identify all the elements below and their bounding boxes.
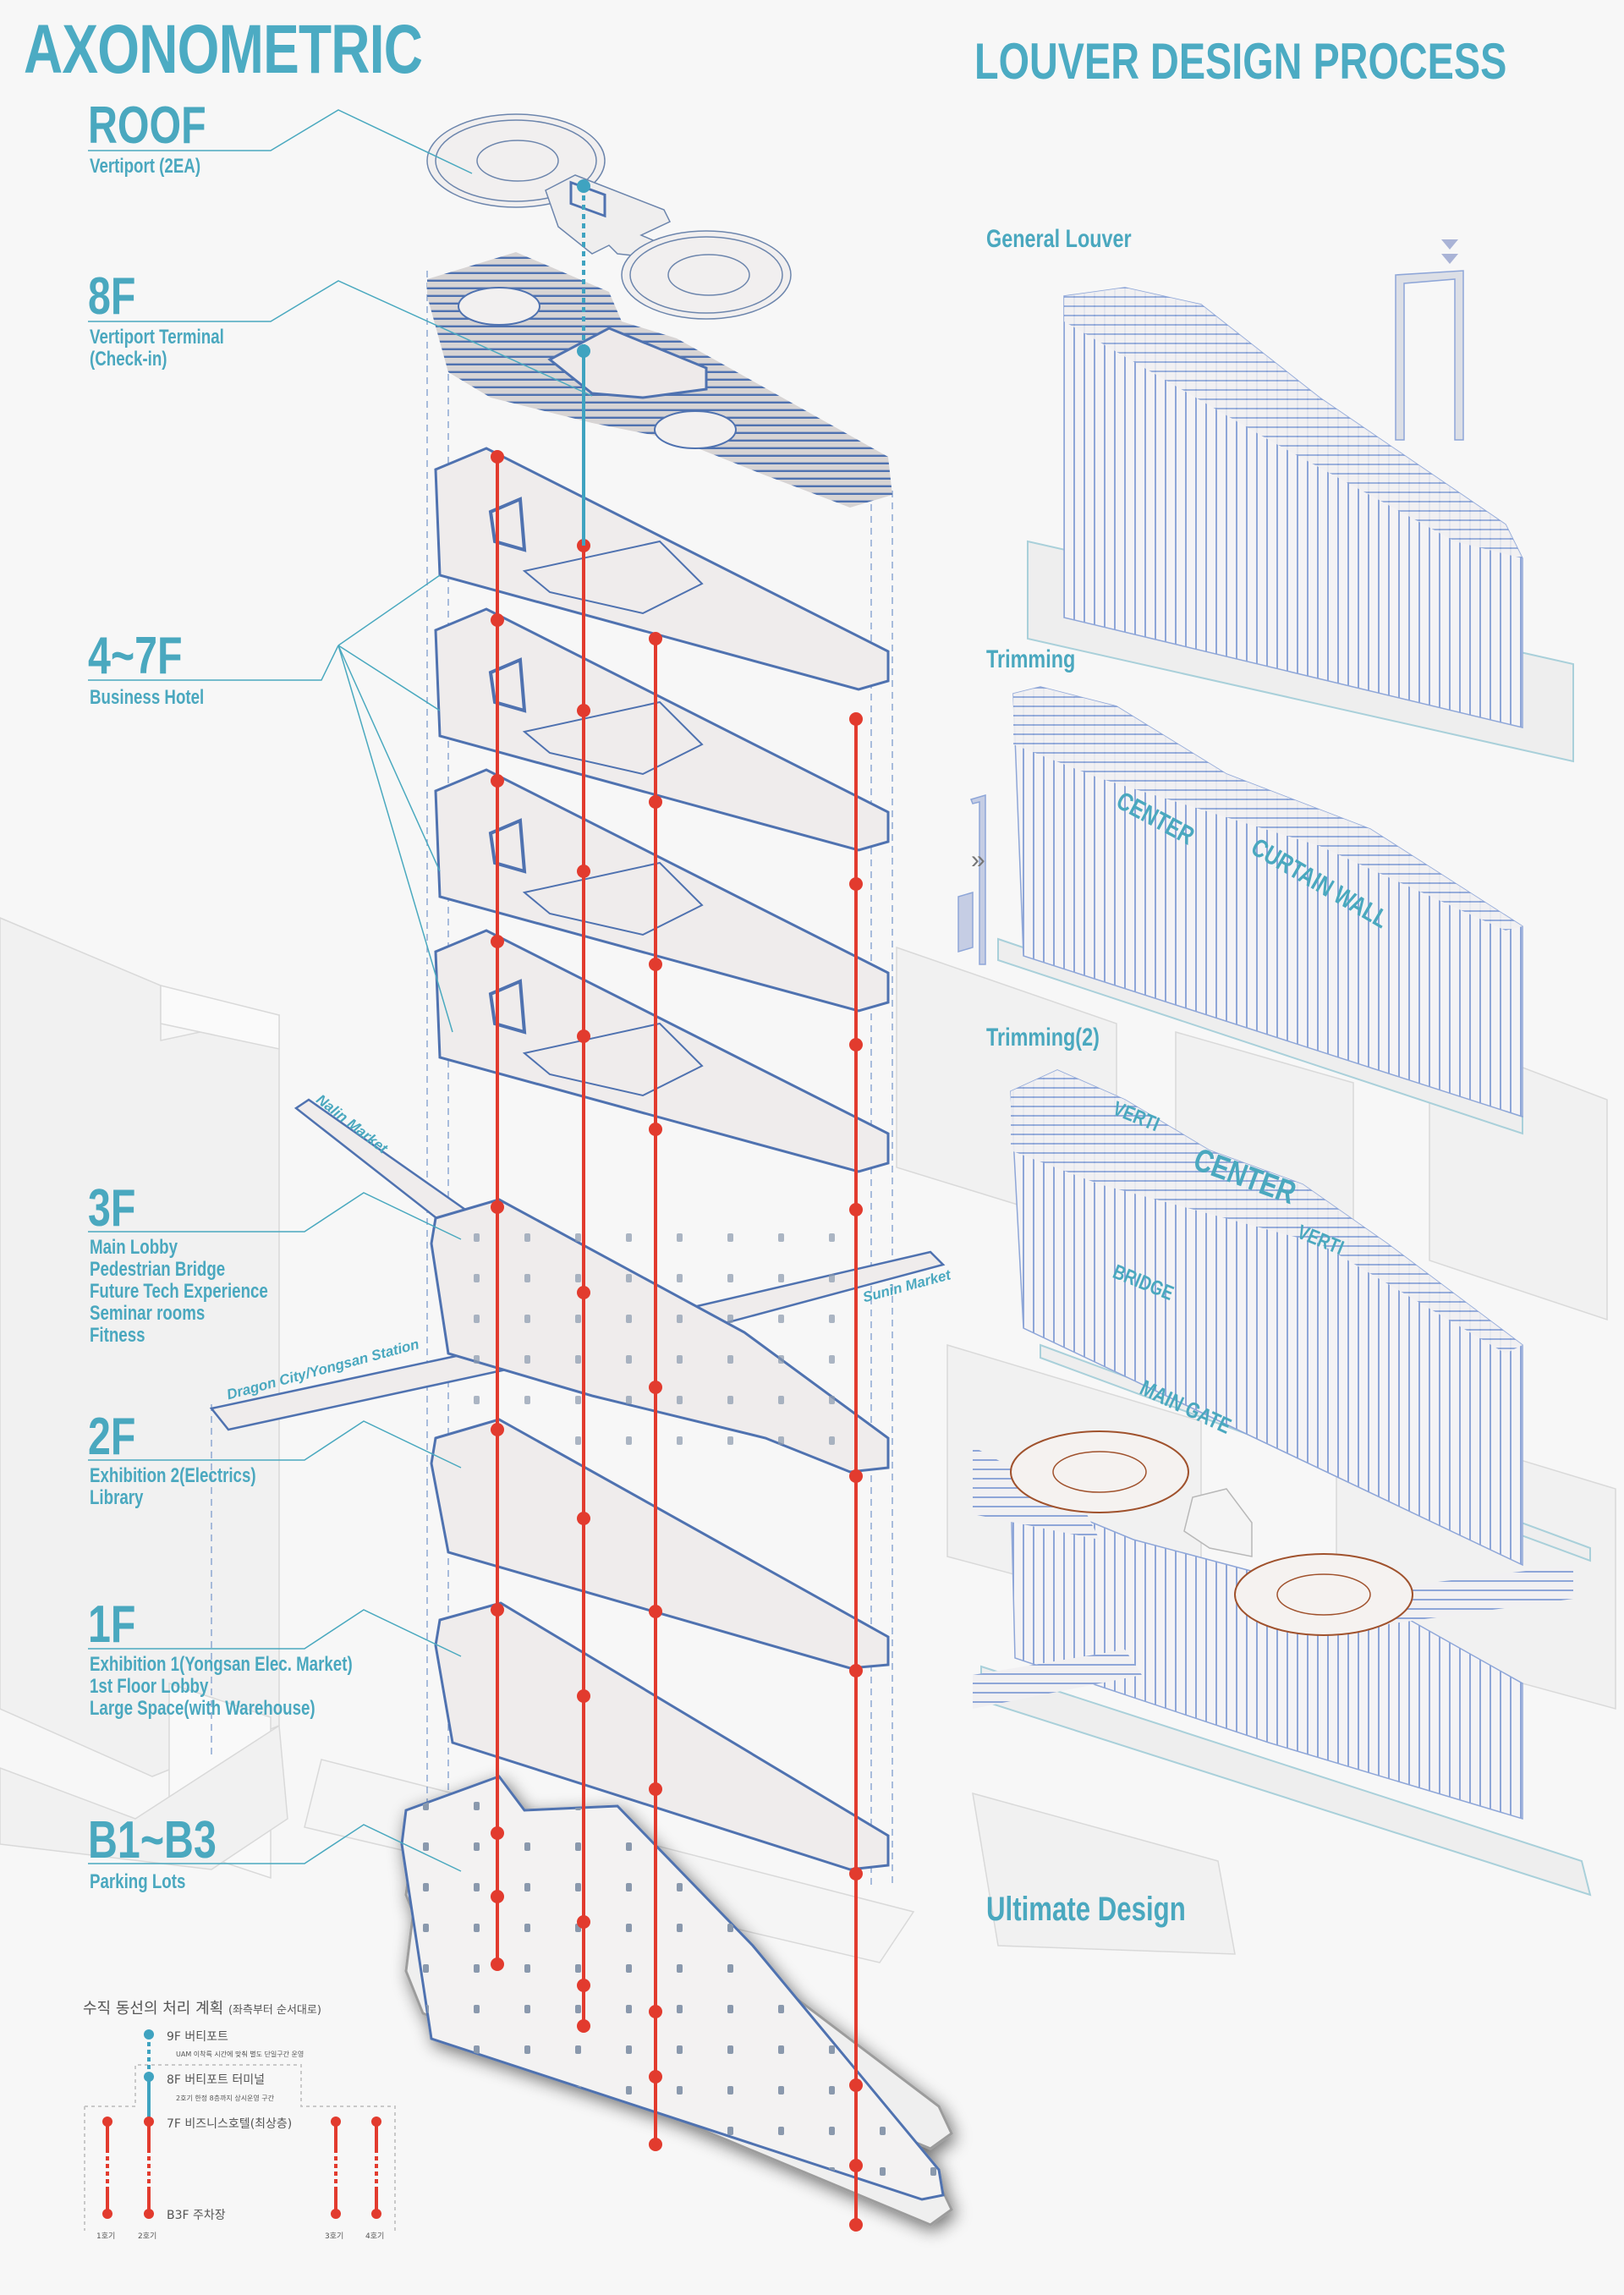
- double-triangle-down-icon: [1441, 239, 1458, 250]
- floor-desc: (Check-in): [90, 348, 167, 371]
- legend-elevator-1: 1호기: [96, 2232, 116, 2241]
- hotel-floor-5f: [434, 768, 890, 1013]
- circulation-legend: [84, 2029, 396, 2231]
- floor-desc: Exhibition 1(Yongsan Elec. Market): [90, 1653, 353, 1676]
- hotel-floor-6f: [434, 607, 890, 852]
- basement-slabs: [400, 1775, 953, 2226]
- floor-desc: Main Lobby: [90, 1236, 178, 1259]
- floor-8f-slab: [427, 252, 892, 508]
- floor-desc: Business Hotel: [90, 686, 205, 709]
- elevator-stops: [491, 450, 863, 2232]
- legend-elevator-2: 2호기: [138, 2232, 157, 2241]
- floor-desc: Parking Lots: [90, 1870, 186, 1893]
- floor-desc: 1st Floor Lobby: [90, 1675, 209, 1698]
- floor-desc: Future Tech Experience: [90, 1280, 268, 1303]
- ultimate-vertiport-2: [1234, 1553, 1413, 1636]
- louver-ultimate-drawing: [973, 1430, 1592, 1897]
- floor-desc: Large Space(with Warehouse): [90, 1697, 315, 1720]
- legend-title: 수직 동선의 처리 계획 (좌측부터 순서대로): [83, 1996, 321, 2018]
- floor-desc: Exhibition 2(Electrics): [90, 1464, 256, 1487]
- step-ultimate-design: Ultimate Design: [986, 1891, 1186, 1928]
- axonometric-title: AXONOMETRIC: [24, 11, 423, 88]
- hotel-floor-4f: [434, 929, 890, 1173]
- floor-title: 4~7F: [88, 627, 183, 685]
- floor-title: ROOF: [88, 96, 206, 155]
- louver-general-drawing: [1027, 239, 1574, 763]
- floor-1f-slab: [434, 1601, 890, 1871]
- louver-process-title: LOUVER DESIGN PROCESS: [974, 33, 1507, 90]
- floor-2f-slab: [430, 1418, 890, 1670]
- ultimate-vertiport-1: [1010, 1430, 1189, 1513]
- step-trimming-2: Trimming(2): [986, 1024, 1100, 1051]
- floor-desc: Library: [90, 1486, 144, 1509]
- floor-title: 3F: [88, 1179, 136, 1238]
- step-trimming: Trimming: [986, 645, 1076, 673]
- vertiport-elevator: [577, 179, 590, 546]
- hotel-floors: [434, 447, 890, 1173]
- floor-title: 8F: [88, 267, 136, 326]
- floor-desc: Vertiport (2EA): [90, 155, 201, 178]
- legend-title-main: 수직 동선의 처리 계획: [83, 2000, 224, 2018]
- floor-title: B1~B3: [88, 1811, 217, 1869]
- legend-elevator-4: 4호기: [365, 2232, 385, 2241]
- legend-stop-7f: 7F 비즈니스호텔(최상층): [167, 2117, 293, 2131]
- legend-note-e2: 2호기 한정 8층까지 상시운영 구간: [176, 2095, 275, 2102]
- legend-note-uam: UAM 이착륙 시간에 맞춰 별도 단일구간 운영: [176, 2051, 304, 2058]
- legend-elevator-3: 3호기: [325, 2232, 344, 2241]
- legend-elevator-lines: [106, 2122, 378, 2214]
- leader-lines: [88, 109, 593, 1872]
- legend-subtitle: (좌측부터 순서대로): [228, 2004, 321, 2017]
- double-chevron-right-icon: »: [971, 846, 985, 874]
- floor-desc: Seminar rooms: [90, 1302, 206, 1325]
- louver-trimming2-drawing: [1010, 1069, 1591, 1567]
- floor-desc: Vertiport Terminal: [90, 326, 224, 349]
- floor-title: 1F: [88, 1595, 136, 1654]
- louver-trimming-drawing: [957, 686, 1523, 1135]
- legend-stop-b3: B3F 주차장: [167, 2209, 226, 2222]
- floor-title: 2F: [88, 1408, 136, 1466]
- floor-desc: Pedestrian Bridge: [90, 1258, 226, 1281]
- step-general-louver: General Louver: [986, 225, 1132, 253]
- legend-stop-8f: 8F 버티포트 터미널: [167, 2073, 266, 2087]
- floor-desc: Fitness: [90, 1324, 145, 1347]
- legend-stop-9f: 9F 버티포트: [167, 2030, 228, 2044]
